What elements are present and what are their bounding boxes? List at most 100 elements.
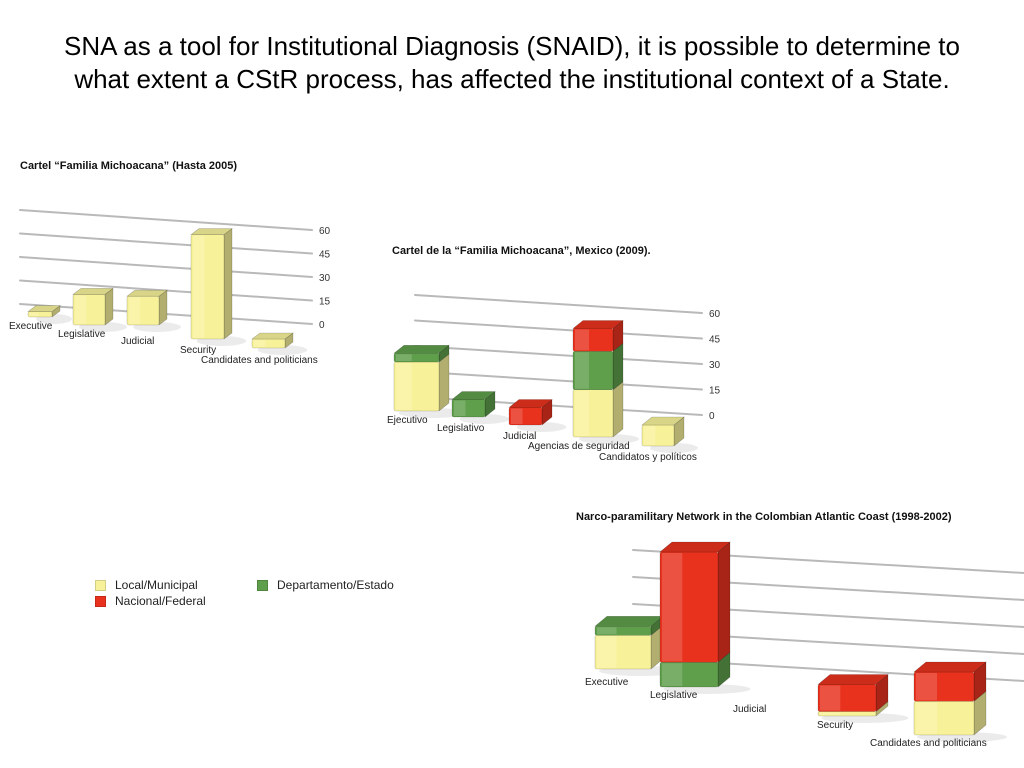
legend-label-departamento: Departamento/Estado [277,578,394,592]
legend-swatch-departamento [257,579,268,591]
chart-2-category-label: Agencias de seguridad [528,441,630,452]
chart-3-category-label: Security [817,720,853,731]
bar-highlight [193,235,205,338]
bar-top-nacional [572,320,624,329]
chart-2-tick-label: 0 [709,411,715,422]
chart-3: ExecutiveLegislativeJudicialSecurityCand… [585,541,1024,749]
bar-top-nacional [659,541,731,553]
chart-1-bar-5 [251,332,308,355]
bar-top-departamento [594,615,664,627]
chart-1-category-label: Candidates and politicians [201,355,318,366]
bar-top-nacional [913,661,987,673]
bar-highlight [30,312,39,316]
chart-2-category-label: Ejecutivo [387,415,428,426]
chart-2-gridline [414,370,703,391]
bar-top-local [190,228,233,235]
chart-1-bar-4 [190,227,247,346]
chart-1-tick-label: 60 [319,226,331,237]
bar-top-local [72,288,114,295]
chart-1-category-label: Legislative [58,329,106,340]
chart-3-category-label: Executive [585,677,629,688]
bar-top-local [126,289,168,297]
bar-highlight [511,408,523,424]
chart-3-bar-2 [659,541,751,694]
chart-3-title: Narco-paramilitary Network in the Colomb… [576,511,952,523]
bar-highlight [597,636,617,668]
bar-highlight [129,297,141,324]
bar-top-local [641,416,685,426]
chart-1-tick-label: 30 [319,273,331,284]
chart-1-bar-3 [126,289,181,332]
chart-1-category-label: Security [180,345,216,356]
bar-highlight [575,329,589,351]
chart-2: 60 45 30 15 0 EjecutivoLegislativoJudicialAge… [387,294,721,463]
legend: Local/Municipal Departamento/Estado Naci… [95,578,435,612]
chart-1-gridline [19,232,313,255]
chart-2-bar-5 [641,416,698,453]
chart-2-tick-label: 30 [709,360,721,371]
bar-highlight [575,390,589,436]
bar-highlight [916,702,937,734]
chart-2-bar-1 [393,344,467,418]
legend-item-nacional: Nacional/Federal [95,594,206,608]
chart-2-tick-label: 60 [709,309,721,320]
chart-2-tick-label: 15 [709,386,721,397]
chart-2-gridline [414,294,703,314]
legend-swatch-nacional [95,595,106,607]
bar-side-nacional [717,541,731,663]
legend-swatch-local [95,579,106,591]
slide-title: SNA as a tool for Institutional Diagnosi… [64,31,960,94]
chart-1-tick-label: 0 [319,320,325,331]
legend-label-nacional: Nacional/Federal [115,594,206,608]
chart-3-bar-5 [913,661,1007,742]
bar-side-local [438,353,450,412]
chart-3-category-label: Candidates and politicians [870,738,987,749]
bar-highlight [396,363,412,410]
bar-highlight [662,553,683,662]
bar-highlight [820,712,841,715]
bar-highlight [820,685,841,711]
chart-3-category-label: Legislative [650,690,698,701]
bar-side-local [612,381,624,438]
bar-highlight [644,426,656,445]
chart-1-category-label: Judicial [121,336,154,347]
chart-1-tick-label: 45 [319,250,331,261]
chart-2-bar-4 [572,319,639,444]
chart-2-bar-2 [451,390,510,424]
bar-side-local [223,227,233,340]
bar-highlight [254,340,266,347]
bar-side-local [104,287,114,326]
chart-2-tick-label: 45 [709,335,721,346]
legend-label-local: Local/Municipal [115,578,198,592]
bar-top-nacional [817,674,889,685]
legend-item-local: Local/Municipal [95,578,198,592]
chart-2-gridline [414,319,703,340]
chart-2-category-label: Candidatos y políticos [599,452,697,463]
bar-highlight [575,352,589,389]
bar-top-nacional [508,399,553,408]
legend-item-departamento: Departamento/Estado [257,578,394,592]
chart-2-category-label: Legislativo [437,423,485,434]
chart-1-bar-2 [72,287,127,332]
bar-highlight [396,354,412,361]
bar-highlight [75,295,87,324]
chart-2-title: Cartel de la “Familia Michoacana”, Mexic… [392,245,651,257]
bar-top-departamento [393,344,450,354]
bar-top-local [27,305,61,312]
bar-highlight [454,400,466,416]
chart-1-bar-1 [27,304,72,324]
chart-1-gridline [19,256,313,278]
bar-highlight [662,663,683,686]
bar-top-departamento [451,391,496,400]
chart-2-bar-3 [508,398,567,432]
chart-1-title: Cartel “Familia Michoacana” (Hasta 2005) [20,160,238,172]
chart-3-category-label: Judicial [733,704,766,715]
chart-3-bar-4 [817,673,909,723]
bar-highlight [916,673,937,701]
chart-2-category-label: Judicial [503,431,536,442]
bar-top-local [251,332,294,340]
chart-2-gridline [414,345,703,365]
chart-1-tick-label: 15 [319,297,331,308]
bar-highlight [597,627,617,635]
chart-1: 604530150ExecutiveLegislativeJudicialSec… [9,209,331,366]
